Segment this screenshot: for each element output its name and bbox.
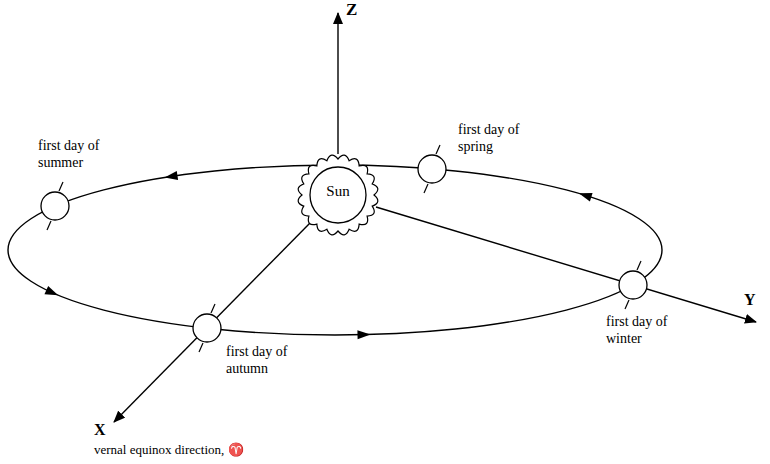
- orbit-arrowhead: [164, 171, 178, 182]
- z-axis: [337, 13, 338, 154]
- orbit-ellipse: [8, 165, 662, 335]
- x-axis: [114, 223, 310, 422]
- earth-spring: [418, 145, 446, 193]
- season-label: first day of summer: [38, 138, 102, 172]
- sun-disc: [310, 167, 366, 223]
- season-label: first day of spring: [458, 122, 522, 156]
- season-label: first day of autumn: [226, 344, 290, 378]
- orbit-arrowhead: [577, 189, 592, 201]
- sun-node: Sun: [296, 153, 380, 237]
- season-label: first day of winter: [606, 314, 670, 348]
- orbit-arrowhead: [44, 286, 60, 300]
- direction-label: vernal equinox direction, ♈: [94, 442, 244, 458]
- orbit-arrowhead: [357, 330, 370, 339]
- axis-label: Y: [744, 290, 756, 309]
- earth-winter: [619, 261, 647, 309]
- y-axis: [376, 207, 756, 322]
- sun-corona: [298, 155, 378, 235]
- sun-label: Sun: [326, 183, 349, 200]
- axis-label: X: [94, 420, 106, 439]
- axis-label: Z: [346, 0, 357, 20]
- earth-summer: [41, 182, 69, 230]
- earth-autumn: [193, 304, 221, 352]
